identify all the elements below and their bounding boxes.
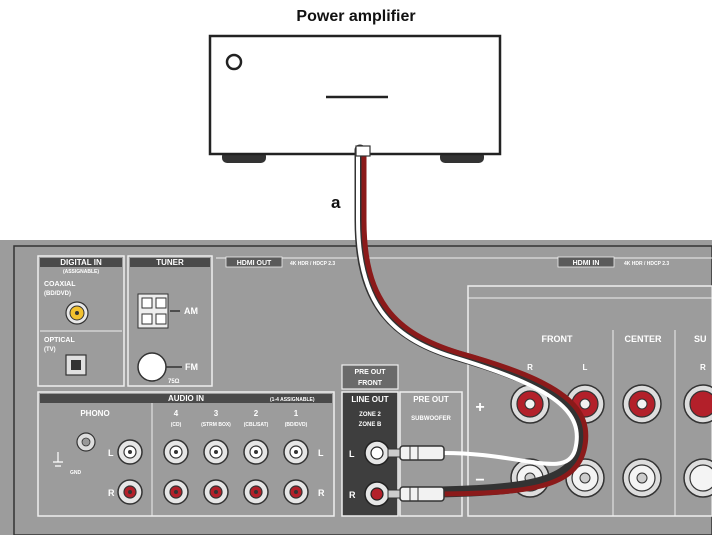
rca-jacks-right xyxy=(117,479,309,505)
tuner-title: TUNER xyxy=(156,258,184,267)
line-out-l-label: L xyxy=(349,449,355,459)
input-4-number: 4 xyxy=(174,409,179,418)
digital-in-title: DIGITAL IN xyxy=(60,258,102,267)
av-receiver-rear-panel xyxy=(0,240,712,535)
power-amplifier xyxy=(208,34,502,163)
phono-l-label: L xyxy=(108,448,114,458)
hdmi-in-title: HDMI IN xyxy=(573,260,600,267)
input-2-name: (CBL/SAT) xyxy=(244,422,269,428)
fm-antenna-jack xyxy=(137,352,167,382)
audio-in-r-label: R xyxy=(318,488,325,498)
line-out-title: LINE OUT xyxy=(351,395,388,404)
am-label: AM xyxy=(184,306,198,316)
front-l-label: L xyxy=(583,363,588,372)
am-antenna-terminal xyxy=(137,293,180,329)
input-1-number: 1 xyxy=(294,409,299,418)
hdmi-out-title: HDMI OUT xyxy=(237,260,272,267)
center-speaker-label: CENTER xyxy=(624,334,662,344)
phono-r-label: R xyxy=(108,488,115,498)
coaxial-label: COAXIAL xyxy=(44,281,76,288)
front-r-label: R xyxy=(527,363,533,372)
rca-plug-right xyxy=(387,486,445,502)
zone2-label: ZONE 2 xyxy=(359,412,381,418)
pre-out-front-sub: FRONT xyxy=(358,380,383,387)
zoneb-label: ZONE B xyxy=(359,422,382,428)
surround-speaker-label: SU xyxy=(694,334,707,344)
rca-plug-left xyxy=(387,445,445,461)
rca-jacks-left xyxy=(117,439,309,465)
fm-ohm-label: 75Ω xyxy=(168,379,180,385)
pre-out-sub-label: SUBWOOFER xyxy=(411,416,451,422)
pre-out-front-section xyxy=(341,364,399,390)
pre-out-front-title: PRE OUT xyxy=(354,369,386,376)
hdmi-out-spec: 4K HDR / HDCP 2.3 xyxy=(290,261,335,267)
input-4-name: (CD) xyxy=(171,422,182,428)
front-speaker-label: FRONT xyxy=(542,334,573,344)
audio-in-title: AUDIO IN xyxy=(168,394,204,403)
power-knob-icon xyxy=(225,53,243,71)
cable-label: a xyxy=(331,193,341,212)
minus-label: − xyxy=(475,472,484,489)
input-3-number: 3 xyxy=(214,409,219,418)
optical-sub-label: (TV) xyxy=(44,347,56,353)
optical-label: OPTICAL xyxy=(44,337,75,344)
digital-in-section xyxy=(37,255,125,387)
rca-cable xyxy=(354,144,589,498)
input-1-name: (BD/DVD) xyxy=(285,422,308,428)
surround-r-label: R xyxy=(700,363,706,372)
plus-label: + xyxy=(475,399,484,416)
phono-label: PHONO xyxy=(80,409,109,418)
pre-out-sub-title: PRE OUT xyxy=(413,395,449,404)
digital-in-note: (ASSIGNABLE) xyxy=(63,269,99,275)
speaker-terminals-section xyxy=(467,285,712,517)
fm-label: FM xyxy=(185,362,198,372)
hdmi-in-spec: 4K HDR / HDCP 2.3 xyxy=(624,261,669,267)
power-amplifier-title: Power amplifier xyxy=(296,8,416,25)
line-out-r-label: R xyxy=(349,490,356,500)
audio-in-section xyxy=(37,391,335,517)
coaxial-sub-label: (BD/DVD) xyxy=(44,291,71,297)
tuner-section xyxy=(127,255,213,387)
audio-in-l-label: L xyxy=(318,448,324,458)
input-2-number: 2 xyxy=(254,409,259,418)
audio-in-note: (1-4 ASSIGNABLE) xyxy=(270,397,315,403)
gnd-label: GND xyxy=(70,470,82,476)
input-3-name: (STRM BOX) xyxy=(201,422,231,428)
